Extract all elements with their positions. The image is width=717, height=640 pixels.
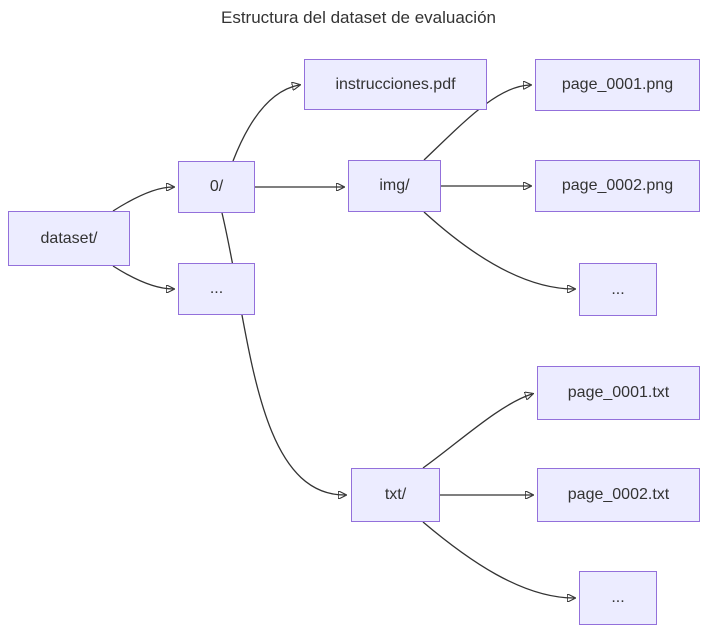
edge-0-to-instrucciones-pdf [232, 85, 299, 162]
node-0: 0/ [178, 161, 255, 213]
node-page-0002-png: page_0002.png [535, 160, 700, 212]
node-page-0001-txt: page_0001.txt [537, 366, 700, 420]
edge-txt-to-ellipsis-3 [422, 521, 574, 598]
node-txt: txt/ [351, 468, 440, 522]
node-dataset: dataset/ [8, 211, 130, 266]
edge-0-to-txt [221, 212, 345, 495]
node-img: img/ [348, 160, 441, 212]
node-ellipsis-1: ... [178, 263, 255, 315]
node-instrucciones-pdf: instrucciones.pdf [304, 59, 487, 110]
edge-img-to-ellipsis-2 [423, 211, 574, 289]
node-page-0002-txt: page_0002.txt [537, 468, 700, 522]
page-title: Estructura del dataset de evaluación [220, 8, 496, 27]
edge-txt-to-page-0001-txt [422, 394, 532, 469]
node-ellipsis-2: ... [579, 263, 657, 316]
node-ellipsis-3: ... [579, 571, 657, 625]
edge-dataset-to-0 [112, 187, 173, 212]
edge-dataset-to-ellipsis-1 [112, 265, 173, 289]
node-page-0001-png: page_0001.png [535, 59, 700, 111]
